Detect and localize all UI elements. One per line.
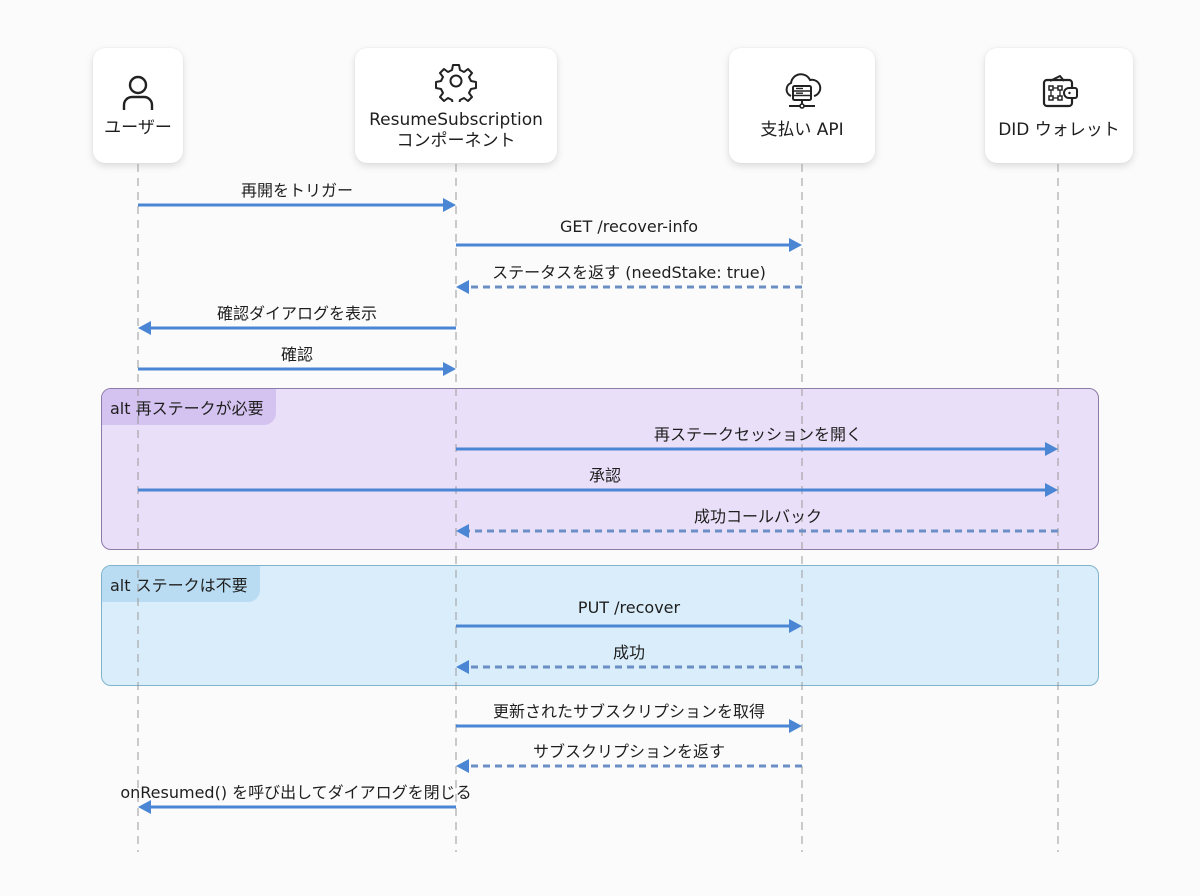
message-label: 成功コールバック	[693, 507, 823, 526]
arrow-head	[138, 321, 151, 335]
message-label: GET /recover-info	[559, 217, 699, 236]
arrow-head	[456, 660, 469, 674]
message-label: 再開をトリガー	[240, 181, 354, 200]
arrow-head	[1045, 483, 1058, 497]
participant-label-line: 支払い API	[760, 120, 844, 140]
message-arrow	[456, 759, 802, 773]
message-label: サブスクリプションを返す	[532, 742, 726, 761]
message-label: PUT /recover	[577, 598, 681, 617]
arrow-head	[138, 800, 151, 814]
message-arrow	[138, 321, 456, 335]
message-label: 承認	[588, 466, 622, 485]
participant-api: 支払い API	[729, 48, 875, 163]
arrow-head	[789, 619, 802, 633]
message-arrow	[138, 362, 456, 376]
alt-frame-label: alt ステークは不要	[102, 566, 260, 602]
message-arrow	[456, 524, 1058, 538]
message-arrow	[456, 442, 1058, 456]
message-label: 再ステークセッションを開く	[653, 425, 863, 444]
message-arrow	[456, 280, 802, 294]
message-label: ステータスを返す (needStake: true)	[492, 263, 766, 282]
arrow-head	[456, 524, 469, 538]
message-arrow	[456, 719, 802, 733]
arrow-head	[1045, 442, 1058, 456]
participant-label-line: ユーザー	[104, 118, 172, 138]
arrow-head	[443, 198, 456, 212]
arrow-head	[443, 362, 456, 376]
arrow-head	[789, 719, 802, 733]
arrow-head	[456, 759, 469, 773]
alt-frame-label: alt 再ステークが必要	[102, 389, 276, 425]
message-label: 確認	[280, 345, 314, 364]
wallet-icon	[1042, 75, 1078, 108]
message-arrow	[456, 238, 802, 252]
participant-user: ユーザー	[93, 48, 183, 163]
message-label: onResumed() を呼び出してダイアログを閉じる	[120, 783, 472, 802]
message-arrow	[138, 198, 456, 212]
arrow-head	[789, 238, 802, 252]
participant-label-line: ResumeSubscription	[369, 109, 543, 130]
participant-label: 支払い API	[760, 120, 843, 141]
participant-wallet: DID ウォレット	[985, 48, 1133, 163]
message-arrow	[456, 619, 802, 633]
message-arrow	[138, 800, 456, 814]
cloud-server-icon	[785, 73, 822, 109]
alt-frame-restake-required: alt 再ステークが必要	[101, 388, 1099, 550]
participant-label: DID ウォレット	[998, 120, 1120, 141]
participant-label: ユーザー	[104, 118, 172, 139]
message-arrow	[138, 483, 1058, 497]
user-icon	[122, 75, 154, 110]
message-label: 確認ダイアログを表示	[216, 304, 378, 323]
participant-label: ResumeSubscription コンポーネント	[369, 110, 543, 152]
message-label: 成功	[612, 643, 646, 662]
participant-component: ResumeSubscription コンポーネント	[355, 48, 557, 163]
arrow-head	[456, 280, 469, 294]
participant-label-line: DID ウォレット	[998, 120, 1120, 140]
message-label: 更新されたサブスクリプションを取得	[492, 702, 766, 721]
message-arrow	[456, 660, 802, 674]
gear-icon	[435, 63, 477, 102]
participant-label-line: コンポーネント	[396, 130, 516, 151]
